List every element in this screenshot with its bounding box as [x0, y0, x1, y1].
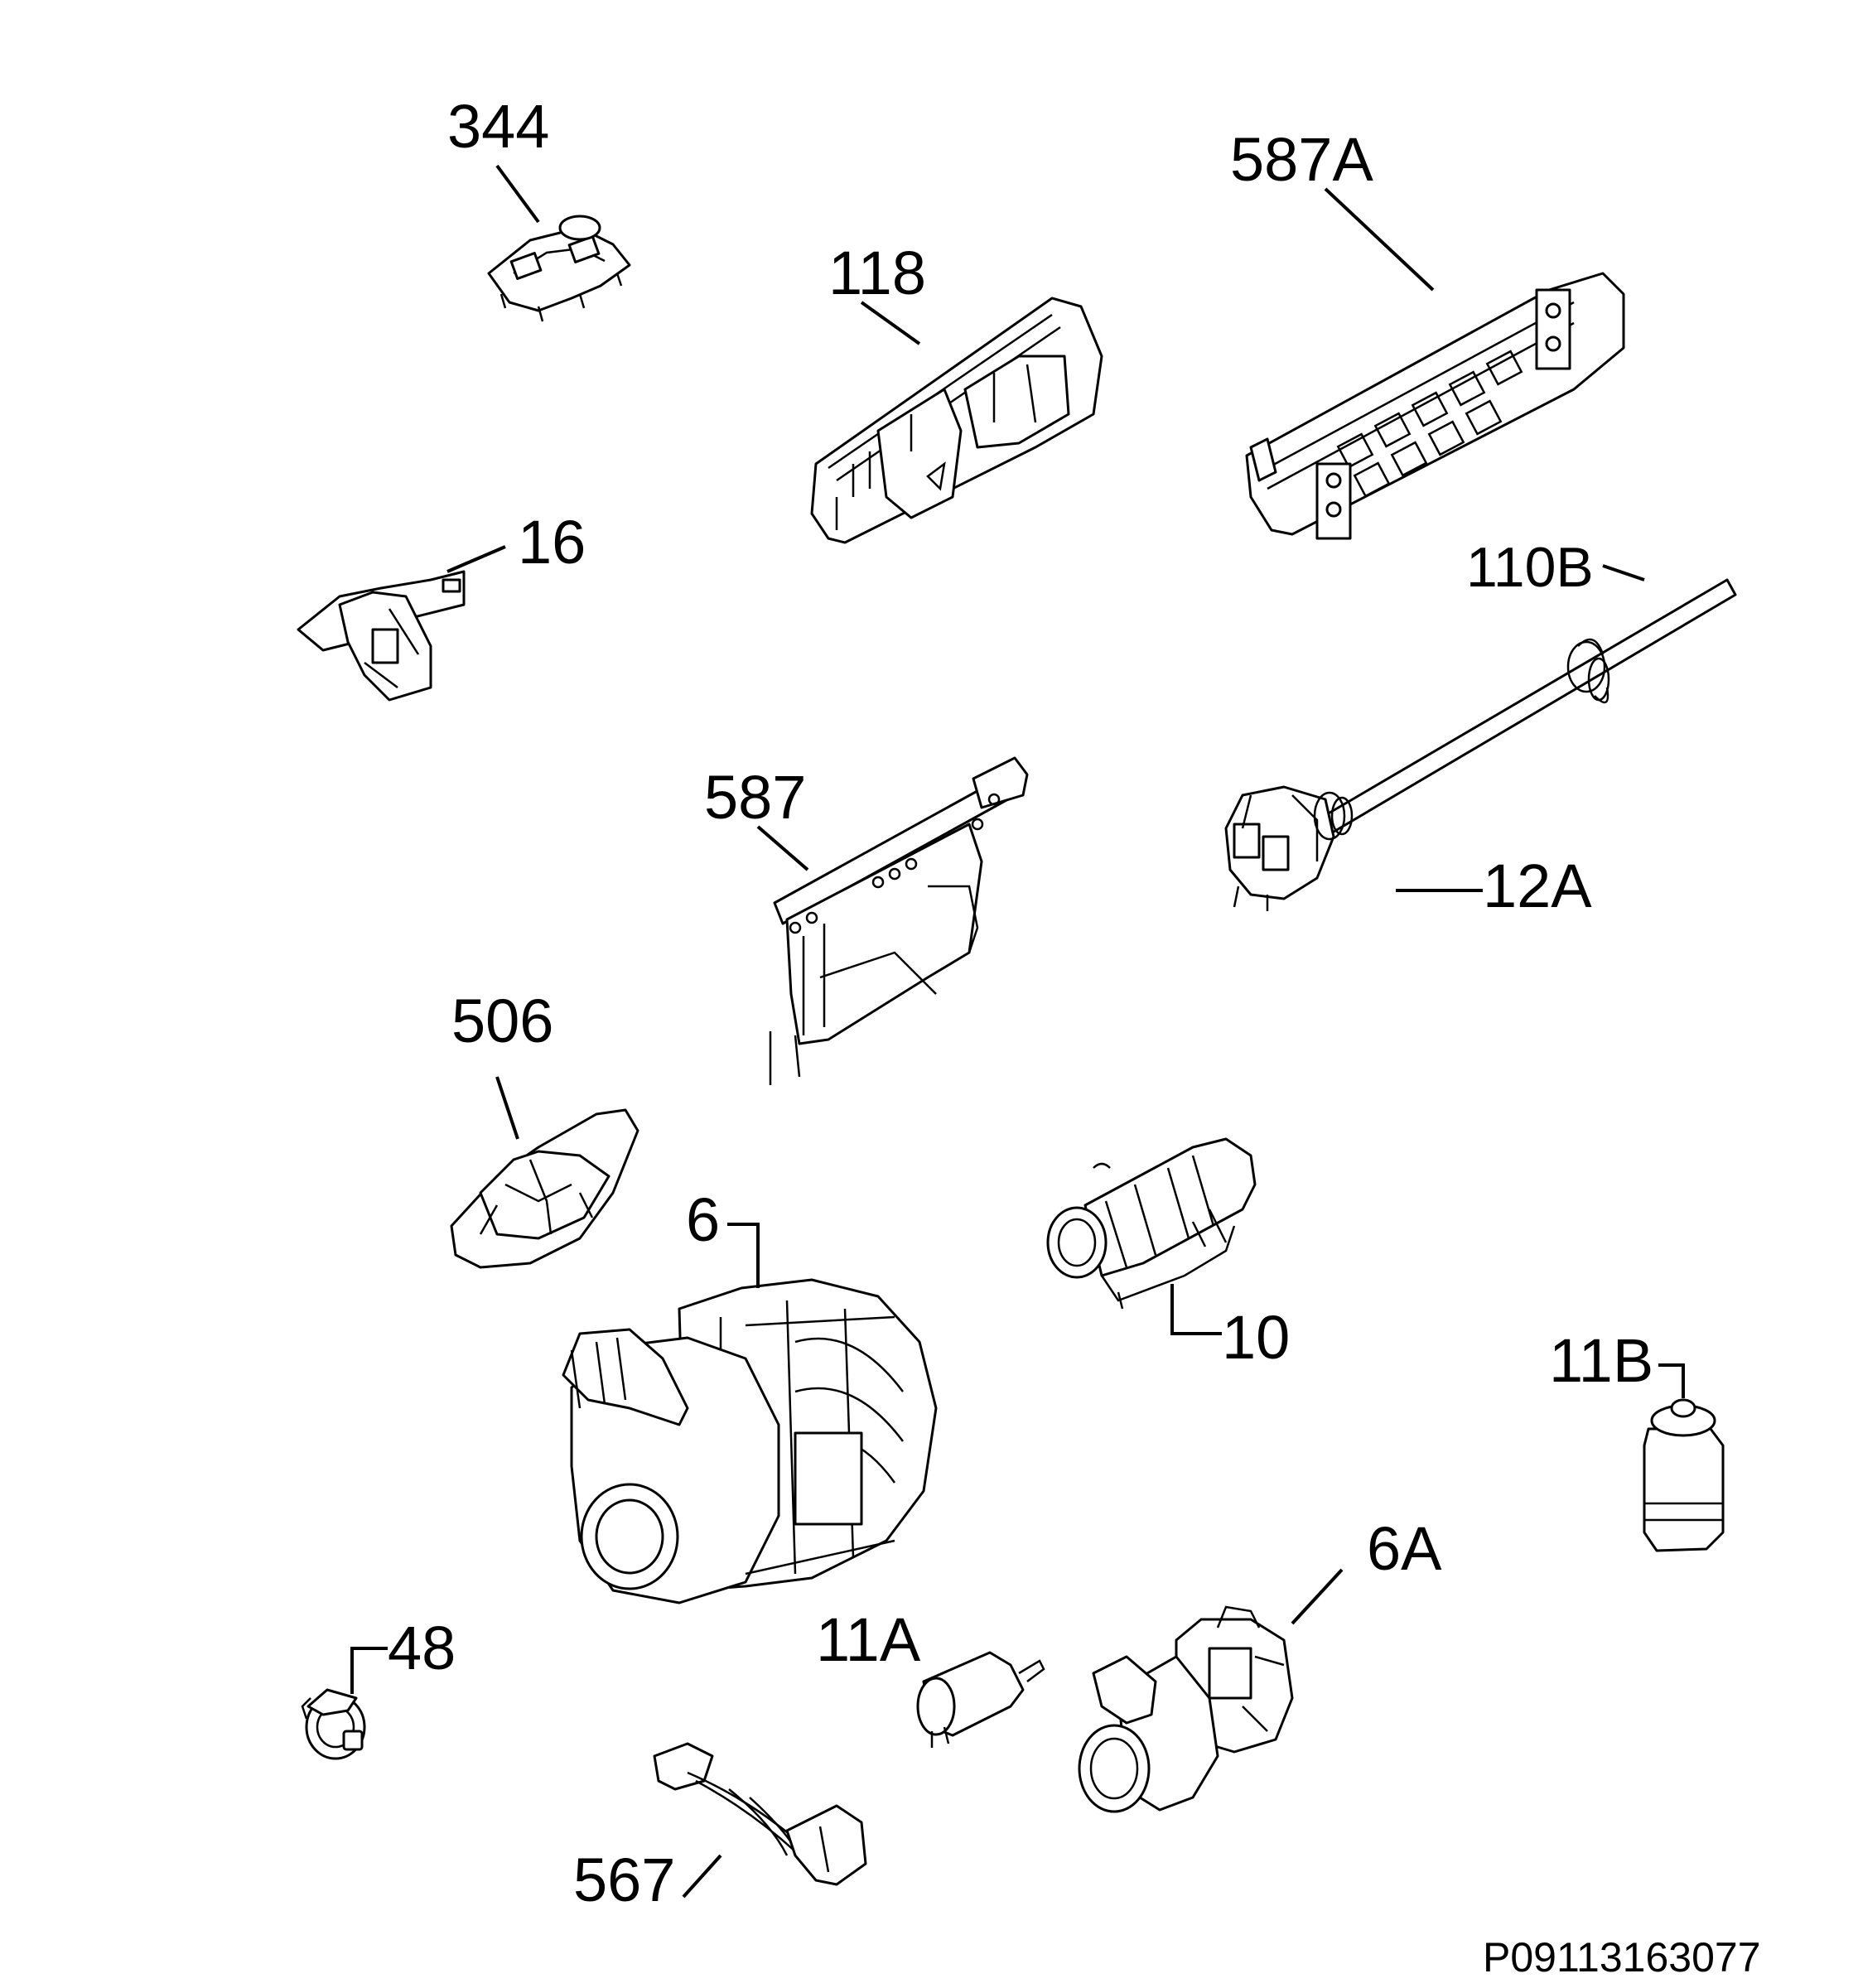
connector-icon	[1224, 785, 1354, 911]
part-label-110B: 110B	[1466, 536, 1594, 599]
diagram-reference-number: P09113163077	[1483, 1934, 1761, 1981]
capacitor-small-icon	[916, 1651, 1045, 1748]
capacitor-icon	[1643, 1398, 1725, 1552]
drain-pump-icon	[1078, 1605, 1294, 1813]
heating-element-icon	[1046, 1137, 1257, 1310]
electronic-board-icon	[810, 297, 1103, 544]
part-label-48: 48	[388, 1614, 456, 1682]
display-module-icon	[1245, 272, 1625, 540]
part-label-118: 118	[828, 239, 926, 307]
part-label-11B: 11B	[1549, 1326, 1653, 1395]
part-label-567: 567	[573, 1846, 675, 1914]
part-label-12A: 12A	[1483, 852, 1592, 920]
cable-icon	[1315, 578, 1737, 838]
plug-icon	[301, 1688, 366, 1760]
part-label-587: 587	[704, 763, 806, 832]
part-label-11A: 11A	[816, 1605, 921, 1674]
part-label-16: 16	[518, 508, 586, 577]
cable-clip-icon	[487, 215, 631, 322]
part-label-6A: 6A	[1367, 1514, 1442, 1583]
part-label-10: 10	[1222, 1303, 1290, 1372]
support-cover-icon	[450, 1108, 639, 1269]
bracket-icon	[769, 756, 1029, 1085]
part-label-587A: 587A	[1230, 125, 1373, 194]
circulation-pump-icon	[562, 1278, 938, 1604]
part-label-6: 6	[686, 1185, 720, 1254]
part-label-506: 506	[451, 987, 553, 1055]
part-label-344: 344	[447, 92, 549, 161]
wiring-harness-icon	[653, 1742, 867, 1886]
door-switch-icon	[297, 570, 466, 702]
